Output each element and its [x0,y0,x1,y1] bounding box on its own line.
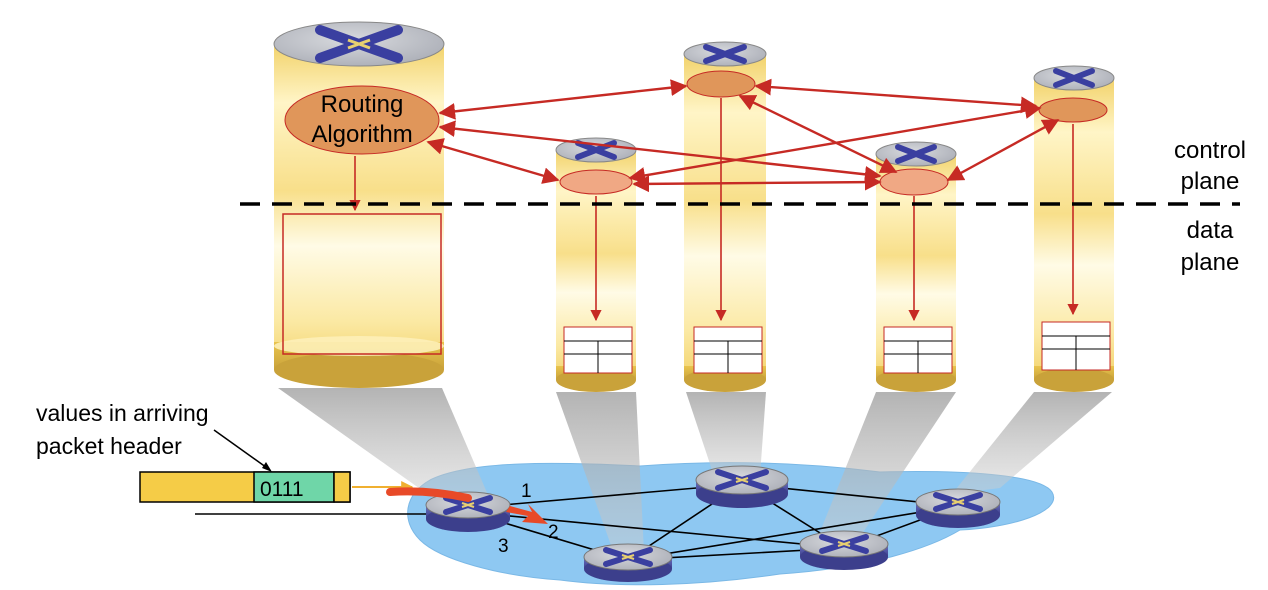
port-3-label: 3 [498,536,509,557]
router-cylinder-1 [555,137,637,392]
routing-algorithm-line2: Algorithm [311,121,412,148]
packet-note-line1: values in arriving [36,400,209,426]
router-cylinder-4 [1033,65,1115,392]
packet-note-line2: packet header [36,433,182,459]
forwarding-path-in [386,487,472,502]
control-plane-line1: control [1174,137,1246,164]
network-cloud [407,462,1055,586]
network-router-a [425,491,511,532]
network-router-e [915,488,1001,528]
data-plane-line2: plane [1181,249,1240,276]
network-router-d [799,530,889,570]
routing-cylinder: Routing Algorithm [273,21,445,388]
control-plane-arrows [426,78,1060,193]
projection-beams [278,388,1112,552]
packet-header-value: 0111 [260,478,304,501]
network-router-b [695,465,789,508]
routing-algorithm-node [284,85,440,155]
control-plane-line2: plane [1181,168,1240,195]
packet-note-pointer [213,429,271,471]
router-cylinder-2 [683,41,767,392]
routing-algorithm-line1: Routing [321,91,404,118]
forwarding-arrow-out [506,504,548,524]
arriving-packet: 0111 [139,471,351,503]
port-2-label: 2 [548,522,559,543]
router-cylinder-3 [875,141,957,392]
packet-note-pointer-head [262,462,272,472]
port-1-label: 1 [521,481,532,502]
network-router-c [583,543,673,582]
data-plane-line1: data [1187,217,1234,244]
